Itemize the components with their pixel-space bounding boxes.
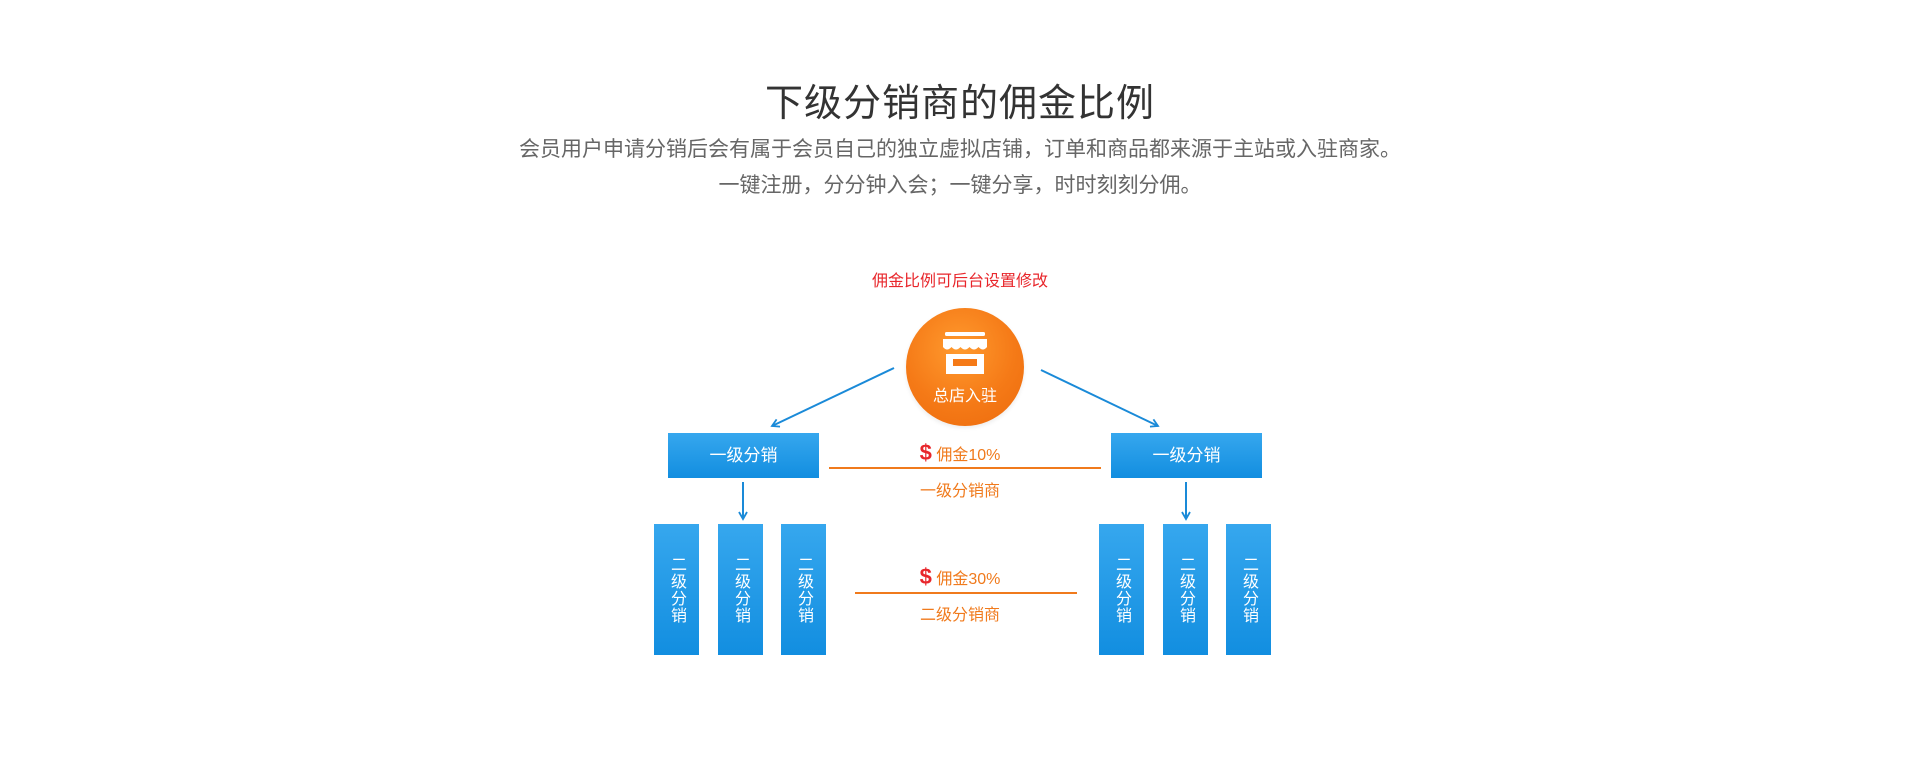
dollar-icon: $: [919, 440, 932, 465]
page-title: 下级分销商的佣金比例: [764, 83, 1155, 125]
divider-level2: [855, 592, 1077, 594]
head-store-circle: 总店入驻: [906, 308, 1024, 426]
commission-level1-text: 佣金10%: [936, 447, 1001, 464]
level2-box-right-1: 二级分销: [1099, 524, 1144, 655]
tier-label-level1: 一级分销商: [919, 483, 1000, 500]
level2-box-left-2: 二级分销: [718, 524, 763, 655]
commission-level2: $ 佣金30%: [0, 564, 1920, 590]
commission-level1: $ 佣金10%: [0, 440, 1920, 466]
level2-box-left-1: 二级分销: [654, 524, 699, 655]
hub-label: 总店入驻: [932, 388, 997, 405]
level2-box-right-3: 二级分销: [1226, 524, 1271, 655]
tier-label-level2: 二级分销商: [919, 607, 1000, 624]
dollar-icon: $: [919, 564, 932, 589]
level2-box-right-2: 二级分销: [1163, 524, 1208, 655]
subtitle-line-2: 一键注册，分分钟入会；一键分享，时时刻刻分佣。: [718, 174, 1202, 197]
arrow-hub-to-right: [1040, 369, 1160, 428]
commission-settings-note: 佣金比例可后台设置修改: [871, 273, 1048, 290]
level1-box-left: 一级分销: [668, 433, 819, 478]
divider-level1: [829, 467, 1101, 469]
storefront-icon: [943, 332, 987, 374]
commission-level2-text: 佣金30%: [936, 571, 1001, 588]
level2-box-left-3: 二级分销: [781, 524, 826, 655]
subtitle-line-1: 会员用户申请分销后会有属于会员自己的独立虚拟店铺，订单和商品都来源于主站或入驻商…: [519, 138, 1401, 161]
level1-box-right: 一级分销: [1111, 433, 1262, 478]
arrow-hub-to-left: [770, 367, 895, 428]
